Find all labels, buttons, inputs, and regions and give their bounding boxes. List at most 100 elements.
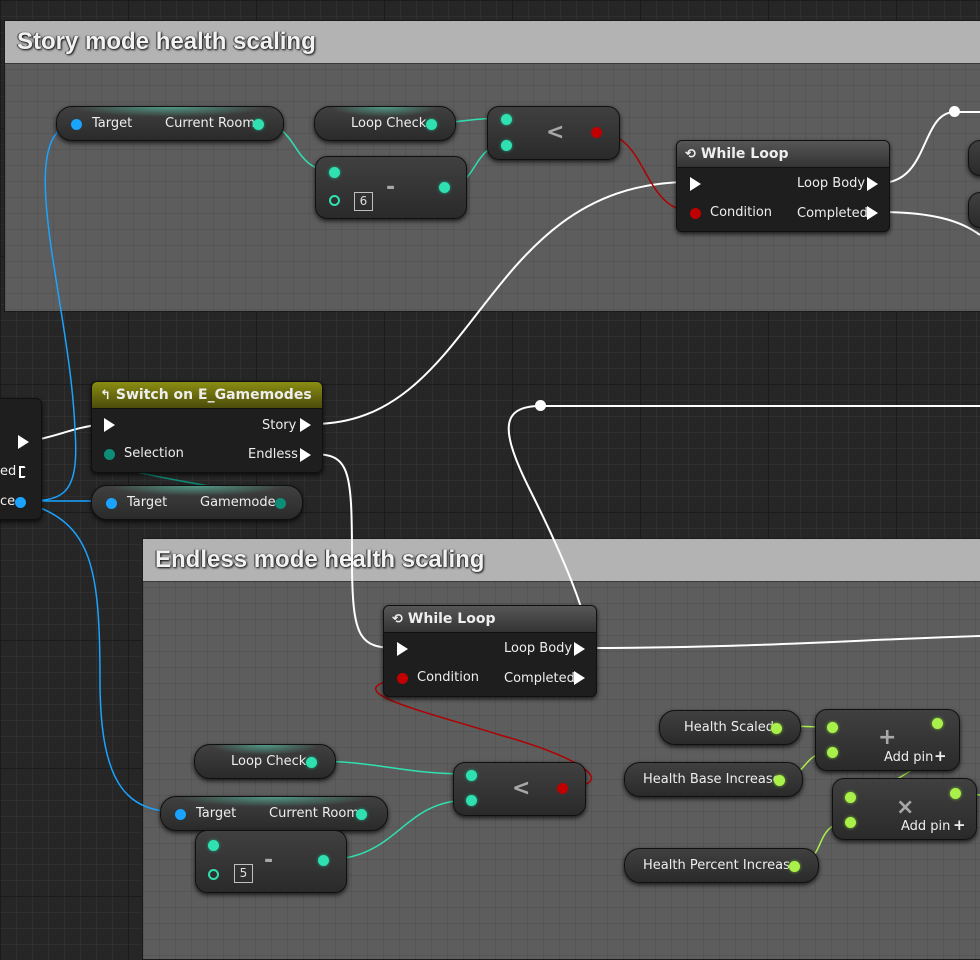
story-comment-title[interactable]: Story mode health scaling — [5, 21, 980, 64]
endless-loop-body-label: Loop Body — [504, 641, 573, 656]
less-than-output-pin[interactable] — [591, 127, 602, 138]
less-than-node[interactable]: < — [487, 106, 620, 160]
endless-subtract-input-b-pin[interactable] — [208, 869, 219, 880]
health-base-increase-pin[interactable] — [774, 775, 785, 786]
endless-subtract-output-pin[interactable] — [318, 855, 329, 866]
completed-pin[interactable] — [867, 206, 878, 220]
object-out-pin[interactable] — [15, 497, 26, 508]
current-room-pin[interactable] — [253, 119, 264, 130]
exec-wire — [879, 211, 980, 236]
endless-comment-title[interactable]: Endless mode health scaling — [143, 539, 980, 582]
subtract-input-b-pin[interactable] — [329, 195, 340, 206]
partial-label-2: ce — [0, 494, 16, 509]
add-pin-plus-icon[interactable]: + — [934, 747, 947, 765]
story-while-loop-node[interactable]: ⟲While Loop Condition Loop Body Complete… — [676, 140, 890, 232]
gamemode-label: Gamemode — [200, 495, 276, 510]
health-percent-increase-pin[interactable] — [789, 861, 800, 872]
endless-completed-pin[interactable] — [574, 671, 585, 685]
switch-exec-in-pin[interactable] — [104, 418, 115, 432]
subtract-node[interactable]: 6 - — [315, 156, 467, 219]
subtract-output-pin[interactable] — [439, 182, 450, 193]
target-pin[interactable] — [71, 119, 82, 130]
health-scaled-node[interactable]: Health Scaled — [659, 710, 801, 745]
multiply-output-pin[interactable] — [950, 788, 961, 799]
integer-wire — [322, 799, 471, 861]
add-pin-label[interactable]: Add pin — [884, 750, 934, 765]
selection-pin[interactable] — [104, 449, 115, 460]
multiply-add-pin-label[interactable]: Add pin — [901, 819, 951, 834]
condition-label: Condition — [710, 205, 773, 220]
endless-exec-in-pin[interactable] — [397, 642, 408, 656]
subtract-input-a-pin[interactable] — [329, 167, 340, 178]
endless-exec-pin[interactable] — [300, 448, 311, 462]
switch-header: ↰ Switch on E_Gamemodes — [92, 382, 322, 409]
add-input-a-pin[interactable] — [827, 722, 838, 733]
endless-less-than-input-b-pin[interactable] — [466, 795, 477, 806]
health-scaled-pin[interactable] — [771, 723, 782, 734]
loop-body-pin[interactable] — [867, 177, 878, 191]
exec-wire — [584, 635, 980, 649]
multiply-input-b-pin[interactable] — [845, 817, 856, 828]
multiply-symbol: × — [896, 795, 915, 820]
add-input-b-pin[interactable] — [827, 747, 838, 758]
endless-while-loop-title: While Loop — [407, 611, 496, 627]
loop-check-node[interactable]: Loop Check — [314, 106, 456, 141]
health-percent-increase-label: Health Percent Increase — [643, 858, 798, 873]
condition-pin[interactable] — [690, 208, 701, 219]
get-current-room-node[interactable]: Target Current Room — [56, 106, 284, 141]
exec-wire — [879, 111, 980, 184]
gamemode-target-pin[interactable] — [106, 498, 117, 509]
endless-target-pin[interactable] — [175, 809, 186, 820]
switch-title: Switch on E_Gamemodes — [115, 387, 312, 403]
loop-body-label: Loop Body — [797, 176, 866, 191]
multiply-node[interactable]: × Add pin + — [832, 778, 977, 840]
offscreen-node[interactable] — [968, 192, 980, 228]
endless-loop-check-node[interactable]: Loop Check — [194, 744, 336, 779]
endless-subtract-symbol: - — [264, 848, 274, 873]
add-symbol: + — [878, 725, 897, 750]
switch-icon: ↰ — [100, 388, 111, 403]
health-base-increase-node[interactable]: Health Base Increase — [624, 762, 803, 797]
add-node[interactable]: + Add pin + — [815, 709, 960, 771]
multiply-input-a-pin[interactable] — [845, 792, 856, 803]
completed-label: Completed — [797, 206, 868, 221]
endless-subtract-node[interactable]: 5 - — [195, 830, 347, 893]
endless-loop-body-pin[interactable] — [574, 642, 585, 656]
health-percent-increase-node[interactable]: Health Percent Increase — [624, 848, 819, 883]
endless-current-room-pin[interactable] — [356, 809, 367, 820]
endless-subtract-default-value[interactable]: 5 — [234, 864, 253, 883]
offscreen-node[interactable] — [968, 140, 980, 176]
switch-on-gamemodes-node[interactable]: ↰Switch on E_Gamemodes Selection Story E… — [91, 381, 323, 473]
loop-check-pin[interactable] — [426, 119, 437, 130]
endless-less-than-input-a-pin[interactable] — [466, 770, 477, 781]
less-than-input-b-pin[interactable] — [501, 140, 512, 151]
partial-event-node[interactable]: ed ce — [0, 398, 42, 520]
less-than-input-a-pin[interactable] — [501, 114, 512, 125]
add-output-pin[interactable] — [932, 718, 943, 729]
reroute-node[interactable] — [949, 106, 960, 117]
exec-in-pin[interactable] — [690, 177, 701, 191]
reroute-node[interactable] — [535, 400, 546, 411]
endless-less-than-node[interactable]: < — [453, 762, 586, 816]
multiply-add-pin-plus-icon[interactable]: + — [953, 816, 966, 834]
endless-loop-check-pin[interactable] — [306, 757, 317, 768]
endless-while-loop-node[interactable]: ⟲While Loop Condition Loop Body Complete… — [383, 605, 597, 697]
exec-wire — [312, 453, 399, 649]
endless-get-current-room-node[interactable]: Target Current Room — [160, 796, 388, 831]
endless-condition-pin[interactable] — [397, 673, 408, 684]
endless-subtract-input-a-pin[interactable] — [208, 840, 219, 851]
exec-out-pin[interactable] — [18, 435, 29, 449]
get-gamemode-node[interactable]: Target Gamemode — [91, 485, 303, 520]
gamemode-output-pin[interactable] — [275, 498, 286, 509]
loop-icon: ⟲ — [392, 612, 403, 627]
endless-current-room-label: Current Room — [269, 806, 359, 821]
story-exec-pin[interactable] — [300, 418, 311, 432]
endless-less-than-output-pin[interactable] — [557, 783, 568, 794]
endless-less-than-symbol: < — [512, 776, 531, 801]
subtract-default-value[interactable]: 6 — [354, 192, 373, 211]
less-than-symbol: < — [546, 120, 565, 145]
exec-out-hollow-pin[interactable] — [19, 466, 28, 478]
boolean-wire — [374, 677, 593, 788]
target-label: Target — [92, 116, 133, 131]
story-label: Story — [262, 418, 297, 433]
